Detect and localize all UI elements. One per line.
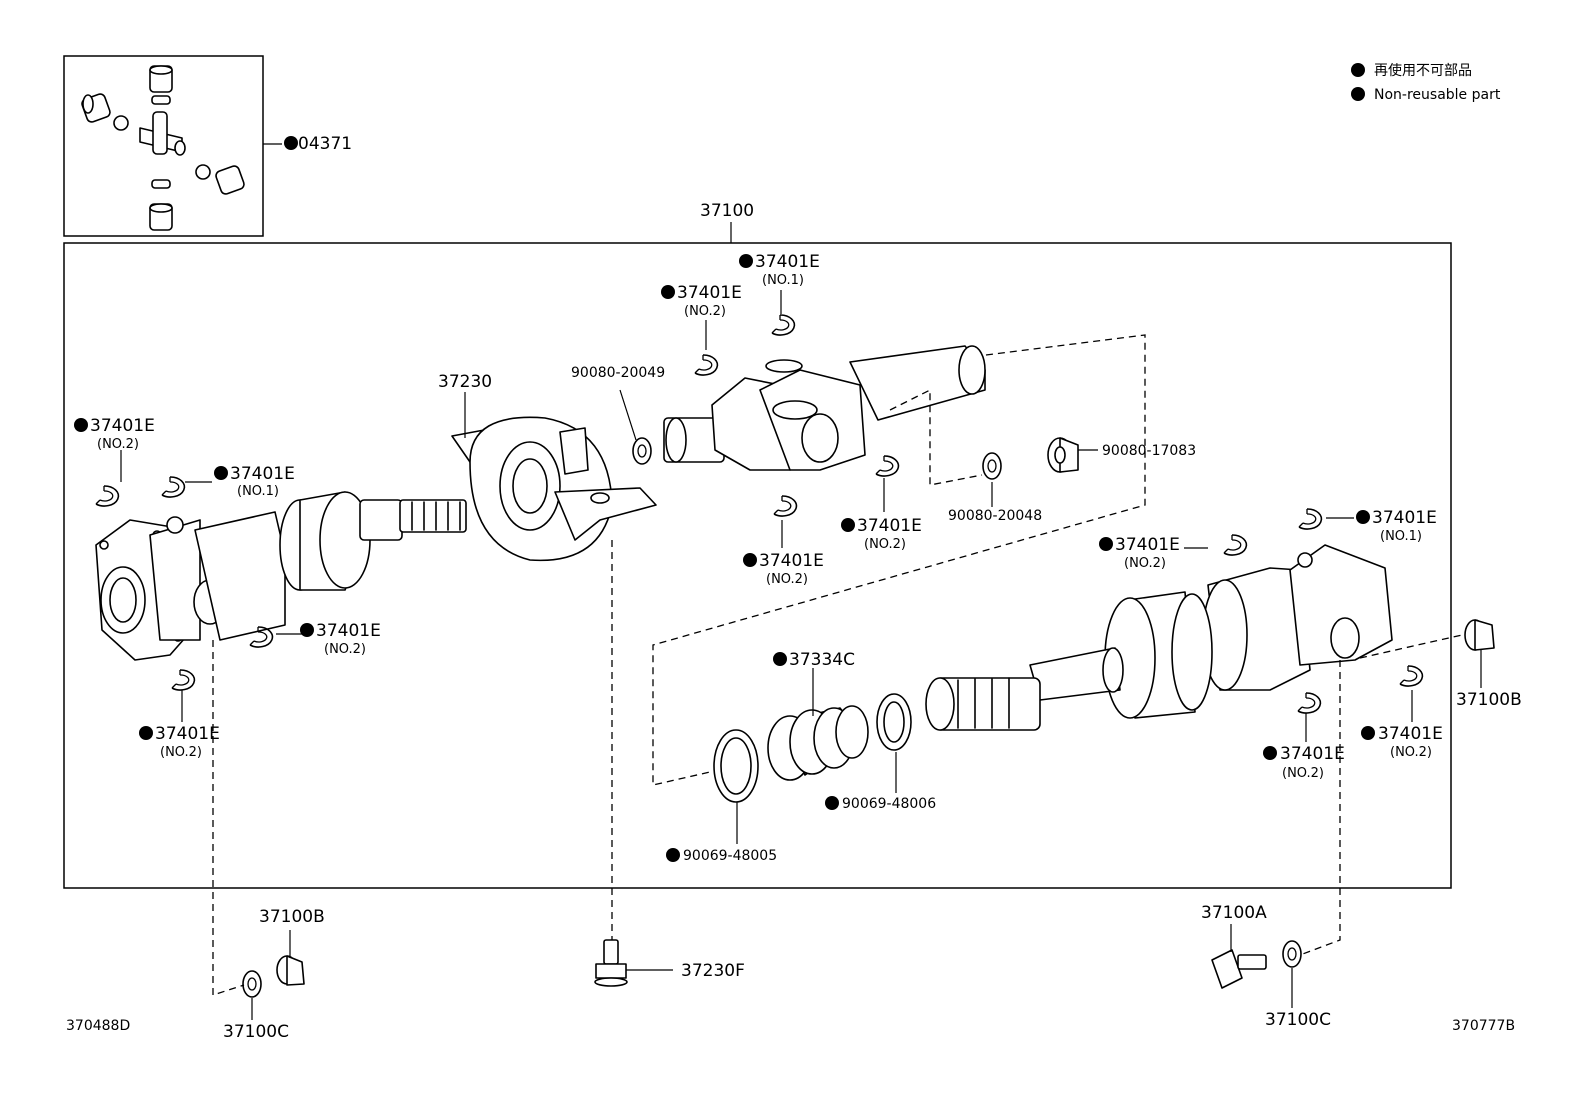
label-37100B-bottom: 37100B <box>259 907 325 927</box>
label-no2-top: (NO.2) <box>684 304 726 319</box>
label-37401E-top-no1: 37401E <box>755 252 820 272</box>
label-37401E-left-no2: 37401E <box>90 416 155 436</box>
sleeve-yoke-upper <box>663 345 986 471</box>
label-no1-top: (NO.1) <box>762 273 804 288</box>
label-37100A: 37100A <box>1201 903 1267 923</box>
label-37230F: 37230F <box>681 961 745 981</box>
leader-lines <box>120 290 1482 1020</box>
label-no2-lower-a: (NO.2) <box>324 642 366 657</box>
dashed-guides <box>212 334 1463 996</box>
label-90080-17083: 90080-17083 <box>1102 443 1196 459</box>
label-37100C-left: 37100C <box>223 1022 289 1042</box>
label-no2-mid-a: (NO.2) <box>864 537 906 552</box>
label-90069-48005: 90069-48005 <box>683 848 777 864</box>
illustration-code-left: 370488D <box>66 1018 130 1034</box>
label-no2-right: (NO.2) <box>1124 556 1166 571</box>
label-37401E-right-no1: 37401E <box>1372 508 1437 528</box>
label-37100C-right: 37100C <box>1265 1010 1331 1030</box>
label-no2-far-a: (NO.2) <box>1390 745 1432 760</box>
label-no2-left: (NO.2) <box>97 437 139 452</box>
label-37401E-lower-no2a: 37401E <box>316 621 381 641</box>
label-37401E-top-no2: 37401E <box>677 283 742 303</box>
label-37401E-lower-no2b: 37401E <box>155 724 220 744</box>
small-hardware <box>242 437 1495 998</box>
label-37401E-left-no1: 37401E <box>230 464 295 484</box>
legend-en: Non-reusable part <box>1374 87 1501 103</box>
label-90069-48006: 90069-48006 <box>842 796 936 812</box>
label-37401E-right-no2: 37401E <box>1115 535 1180 555</box>
main-assembly-box <box>63 242 1452 889</box>
left-flange-yoke <box>95 491 467 661</box>
label-no1-right: (NO.1) <box>1380 529 1422 544</box>
label-37401E-far-no2a: 37401E <box>1378 724 1443 744</box>
label-37334C: 37334C <box>789 650 855 670</box>
label-no2-lower-b: (NO.2) <box>160 745 202 760</box>
label-90080-20049: 90080-20049 <box>571 365 665 381</box>
label-37100: 37100 <box>700 201 754 221</box>
legend-jp: 再使用不可部品 <box>1374 62 1472 79</box>
spider-kit-illustration <box>81 65 245 231</box>
label-no1-left: (NO.1) <box>237 484 279 499</box>
label-37230: 37230 <box>438 372 492 392</box>
rear-propeller-shaft <box>925 544 1393 731</box>
label-no2-mid-b: (NO.2) <box>766 572 808 587</box>
non-reusable-markers <box>74 63 1375 862</box>
label-37401E-mid-no2a: 37401E <box>857 516 922 536</box>
inset-box-spider-kit <box>63 55 264 237</box>
boot-and-rings <box>713 693 912 803</box>
label-37401E-mid-no2b: 37401E <box>759 551 824 571</box>
illustration-code-right: 370777B <box>1452 1018 1515 1034</box>
label-04371: 04371 <box>298 134 352 154</box>
label-no2-far-b: (NO.2) <box>1282 766 1324 781</box>
label-37100B-right: 37100B <box>1456 690 1522 710</box>
label-37401E-far-no2b: 37401E <box>1280 744 1345 764</box>
label-90080-20048: 90080-20048 <box>948 508 1042 524</box>
center-bearing <box>451 416 657 562</box>
